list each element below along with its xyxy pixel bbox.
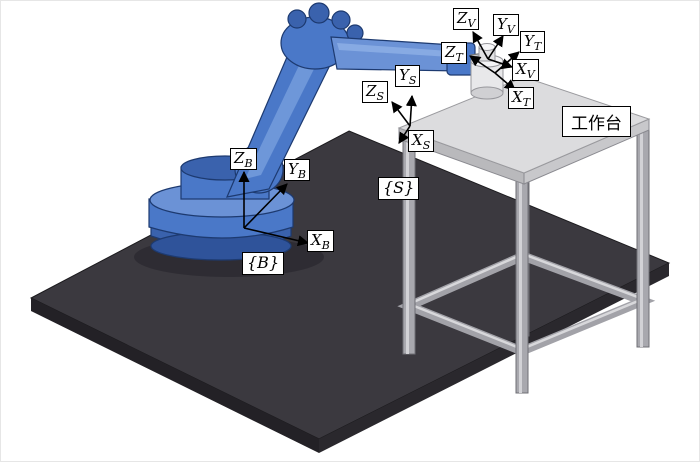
label-x-t: XT: [508, 87, 535, 109]
label-y-v: YV: [493, 14, 519, 36]
base-plate: [29, 130, 671, 453]
coordinate-axes: [238, 31, 520, 247]
label-z-s: ZS: [362, 81, 388, 103]
label-y-s: YS: [395, 65, 421, 87]
label-z-t: ZT: [441, 42, 467, 64]
label-x-b: XB: [307, 230, 334, 252]
frame-v-axes: [472, 31, 514, 70]
label-worktable: 工作台: [562, 106, 631, 137]
label-z-b: ZB: [230, 148, 257, 170]
frame-s-axes: [391, 94, 417, 144]
label-x-v: XV: [512, 59, 539, 81]
label-x-s: XS: [408, 130, 435, 152]
label-y-b: YB: [284, 159, 310, 181]
label-frame-b: {B}: [242, 252, 285, 275]
label-frame-s: {S}: [378, 177, 420, 200]
label-y-t: YT: [520, 31, 546, 53]
frame-b-axes: [238, 170, 310, 247]
label-z-v: ZV: [453, 8, 480, 30]
